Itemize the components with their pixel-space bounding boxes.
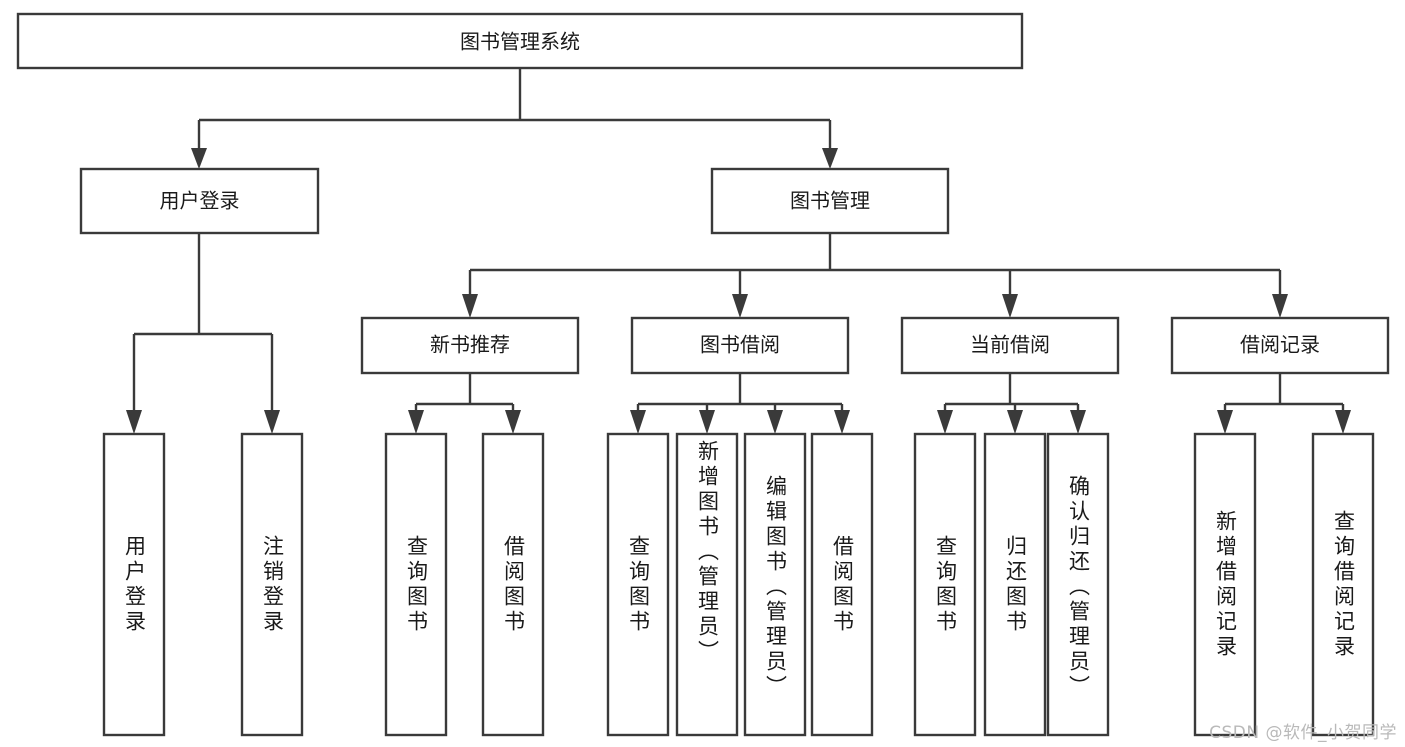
node-book-borrow[interactable]: 图书借阅 (630, 316, 850, 375)
arrow-bookborrow-leaf-2 (699, 410, 715, 434)
leaf-borrow-book-1-box[interactable] (481, 432, 545, 737)
arrow-newbook-leaf-2 (505, 410, 521, 434)
leaf-query-borrow-record-box[interactable] (1311, 432, 1375, 737)
arrow-bookmanage-to-borrow-record (1272, 294, 1288, 318)
node-new-book-recommend-label: 新书推荐 (430, 333, 510, 357)
node-borrow-record-label: 借阅记录 (1240, 333, 1320, 357)
node-book-borrow-box[interactable] (630, 316, 850, 375)
node-book-borrow-label: 图书借阅 (700, 333, 780, 357)
csdn-watermark: CSDN @软件_小贺同学 (1209, 723, 1397, 743)
arrow-bookborrow-leaf-4 (834, 410, 850, 434)
node-user-login-label: 用户登录 (160, 189, 240, 213)
node-root-label: 图书管理系统 (460, 30, 580, 54)
leaf-add-book-admin-box[interactable] (675, 432, 739, 737)
arrow-bookborrow-leaf-3 (767, 410, 783, 434)
leaf-query-book-2-box[interactable] (606, 432, 670, 737)
leaf-edit-book-admin-box[interactable] (743, 432, 807, 737)
arrow-root-to-user-login (191, 148, 207, 169)
leaf-box-layer (102, 432, 1375, 737)
leaf-borrow-book-2-box[interactable] (810, 432, 874, 737)
arrow-root-to-book-manage (822, 148, 838, 169)
arrow-userlogin-leaf-2 (264, 410, 280, 434)
arrow-bookmanage-to-book-borrow (732, 294, 748, 318)
node-user-login-box[interactable] (79, 167, 320, 235)
arrow-borrowrecord-leaf-1 (1217, 410, 1233, 434)
leaf-user-login-box[interactable] (102, 432, 166, 737)
arrow-bookmanage-to-current-borrow (1002, 294, 1018, 318)
arrow-currentborrow-leaf-3 (1070, 410, 1086, 434)
node-book-manage-label: 图书管理 (790, 189, 870, 213)
arrow-userlogin-leaf-1 (126, 410, 142, 434)
node-new-book-recommend[interactable]: 新书推荐 (360, 316, 580, 375)
arrow-bookmanage-to-new-book (462, 294, 478, 318)
leaf-logout-login-box[interactable] (240, 432, 304, 737)
arrow-borrowrecord-leaf-2 (1335, 410, 1351, 434)
arrow-newbook-leaf-1 (408, 410, 424, 434)
leaf-add-borrow-record-box[interactable] (1193, 432, 1257, 737)
node-borrow-record-box[interactable] (1170, 316, 1390, 375)
node-current-borrow[interactable]: 当前借阅 (900, 316, 1120, 375)
node-root[interactable]: 图书管理系统 (16, 12, 1024, 70)
leaf-query-book-1-box[interactable] (384, 432, 448, 737)
node-current-borrow-label: 当前借阅 (970, 333, 1050, 357)
edge-layer (126, 68, 1351, 434)
node-book-manage[interactable]: 图书管理 (710, 167, 950, 235)
node-root-box[interactable] (16, 12, 1024, 70)
node-user-login[interactable]: 用户登录 (79, 167, 320, 235)
node-borrow-record[interactable]: 借阅记录 (1170, 316, 1390, 375)
leaf-confirm-return-admin-box[interactable] (1046, 432, 1110, 737)
node-book-manage-box[interactable] (710, 167, 950, 235)
leaf-return-book-box[interactable] (983, 432, 1047, 737)
arrow-currentborrow-leaf-1 (937, 410, 953, 434)
node-new-book-recommend-box[interactable] (360, 316, 580, 375)
arrow-currentborrow-leaf-2 (1007, 410, 1023, 434)
node-current-borrow-box[interactable] (900, 316, 1120, 375)
arrow-bookborrow-leaf-1 (630, 410, 646, 434)
leaf-query-book-3-box[interactable] (913, 432, 977, 737)
